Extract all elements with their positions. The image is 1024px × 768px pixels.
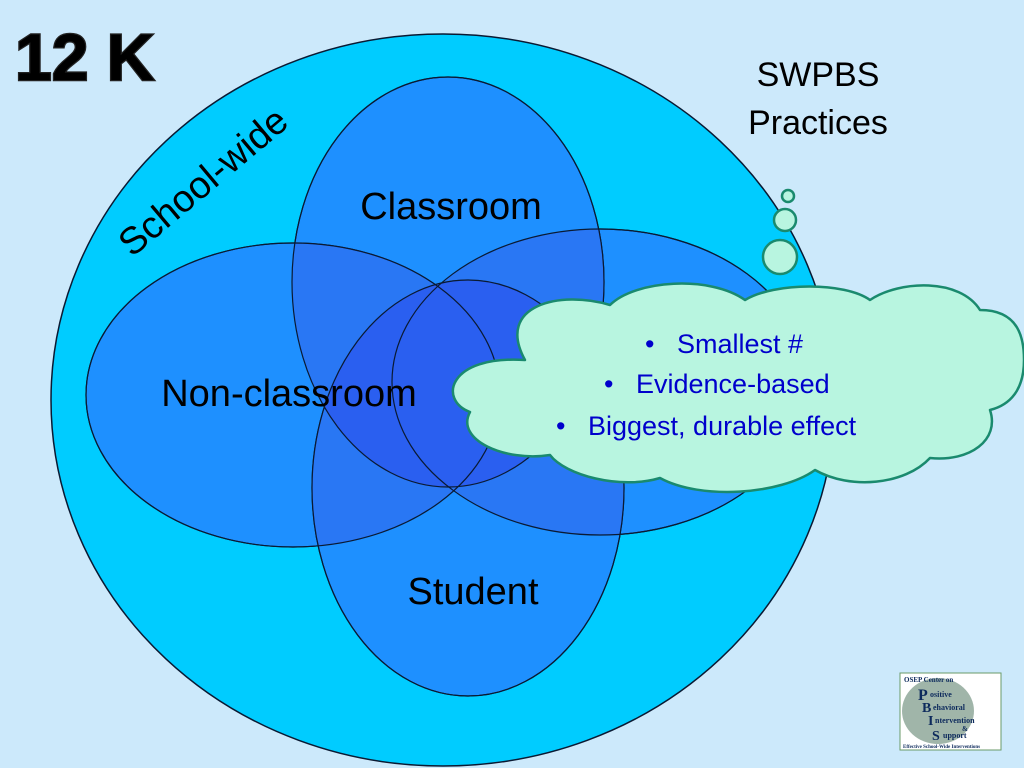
logo-top-line: OSEP Center on <box>904 676 953 684</box>
logo-bottom-line: Effective School-Wide Interventions <box>903 745 980 750</box>
thought-bubble-large <box>761 238 799 276</box>
cloud-bullet-list: • Smallest # • Evidence-based • Biggest,… <box>556 329 857 441</box>
swpbs-line1: SWPBS <box>757 56 880 94</box>
slide-title: 12 K <box>15 20 155 94</box>
logo-letter-s: S <box>932 729 940 744</box>
thought-bubble-small <box>780 188 796 204</box>
logo-word-behavioral: ehavioral <box>933 703 966 712</box>
non-classroom-label: Non-classroom <box>161 373 417 415</box>
cloud-bullet-2: Evidence-based <box>636 369 830 399</box>
logo-ampersand: & <box>962 725 968 733</box>
bullet-dot-1: • <box>645 329 654 359</box>
logo-word-intervention: ntervention <box>935 716 975 725</box>
cloud-bullet-1: Smallest # <box>677 329 803 359</box>
logo-letter-i: I <box>928 714 933 729</box>
cloud-shape <box>451 282 1024 494</box>
logo-circle <box>902 678 974 744</box>
bullet-dot-3: • <box>556 411 565 441</box>
logo-word-positive: ositive <box>930 690 952 699</box>
logo-letter-b: B <box>922 701 931 716</box>
classroom-label: Classroom <box>360 186 542 228</box>
swpbs-line2: Practices <box>748 104 888 142</box>
thought-bubble-medium <box>772 207 798 233</box>
bullet-dot-2: • <box>604 369 613 399</box>
logo-letter-p: P <box>918 687 928 704</box>
pbis-logo: OSEP Center on P ositive B ehavioral I n… <box>899 672 1002 751</box>
logo-word-support: upport <box>943 731 967 740</box>
cloud-bullet-3: Biggest, durable effect <box>588 411 857 441</box>
student-label: Student <box>408 571 539 613</box>
